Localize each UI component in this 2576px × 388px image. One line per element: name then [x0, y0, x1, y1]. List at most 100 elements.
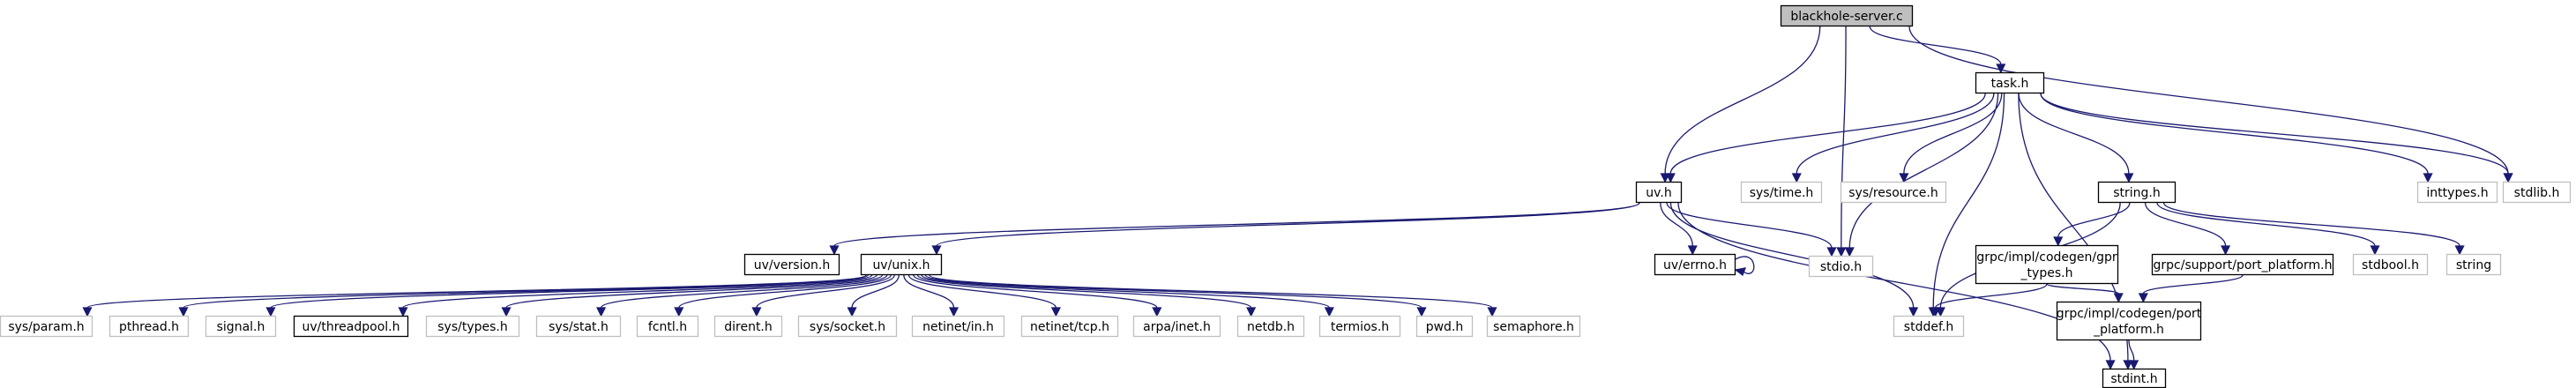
edge-string-to-portplat — [2144, 202, 2231, 256]
node-task[interactable]: task.h — [1975, 71, 2045, 94]
edge-uv-to-errno — [1660, 202, 1698, 256]
edge-unix-to-sysparam — [82, 274, 867, 317]
node-label: sys/param.h — [8, 320, 84, 334]
node-arpainet: arpa/inet.h — [1132, 315, 1221, 338]
edge-errno-to-errno — [1734, 256, 1755, 277]
edge-unix-to-pwd — [924, 274, 1427, 317]
edge-uv-to-stdio — [1666, 202, 1837, 257]
node-portplat[interactable]: grpc/support/port_platform.h — [2151, 253, 2334, 276]
edge-blackhole-to-stdio — [1836, 26, 1847, 257]
node-label: fcntl.h — [648, 320, 687, 334]
node-stringx: string — [2445, 253, 2502, 276]
node-label: netinet/tcp.h — [1030, 320, 1109, 334]
node-gprtypes[interactable]: grpc/impl/codegen/gpr_types.h — [1975, 244, 2119, 285]
edge-task-to-string — [2018, 93, 2134, 183]
node-label: grpc/support/port_platform.h — [2154, 258, 2333, 272]
node-label: task.h — [1991, 77, 2029, 91]
edge-uv-to-version — [829, 202, 1640, 256]
edge-string-to-gprtypes — [2053, 202, 2131, 247]
node-sysresource: sys/resource.h — [1840, 181, 1947, 204]
nodes-layer: blackhole-server.c task.h uv.h stdio.h stdli… — [0, 4, 2572, 388]
edge-unix-to-fcntl — [674, 274, 892, 317]
node-label: uv/version.h — [754, 258, 830, 272]
node-label: string.h — [2113, 186, 2161, 200]
edge-unix-to-sysstat — [596, 274, 888, 317]
edge-unix-to-termios — [921, 274, 1334, 317]
node-label: pwd.h — [1426, 320, 1464, 334]
edge-unix-to-pthread — [178, 274, 869, 317]
edge-task-to-uv — [1665, 93, 1986, 183]
node-label: stdbool.h — [2362, 258, 2419, 272]
node-signal: signal.h — [205, 315, 277, 338]
edge-unix-to-arpainet — [913, 274, 1162, 317]
node-label: _types.h — [2020, 266, 2073, 280]
node-label: semaphore.h — [1493, 320, 1574, 334]
node-netdb: netdb.h — [1236, 315, 1305, 338]
edge-unix-to-dirent — [751, 274, 895, 317]
node-stdint[interactable]: stdint.h — [2102, 368, 2167, 388]
edge-blackhole-to-stdlib — [1908, 26, 2513, 183]
edge-task-to-stdlib — [2040, 93, 2513, 183]
node-label: stddef.h — [1904, 320, 1953, 334]
edge-blackhole-to-uv — [1660, 26, 1821, 183]
node-label: blackhole-server.c — [1790, 10, 1902, 24]
edge-task-to-sysresource — [1899, 93, 2003, 183]
edge-unix-to-netdb — [916, 274, 1257, 317]
node-fcntl: fcntl.h — [636, 315, 699, 338]
node-sysparam: sys/param.h — [0, 315, 93, 338]
node-label: stdio.h — [1820, 260, 1862, 274]
edge-string-to-stdbool — [2156, 202, 2380, 256]
node-stdio: stdio.h — [1808, 255, 1874, 278]
edge-unix-to-threadpool — [398, 274, 877, 317]
node-label: arpa/inet.h — [1143, 320, 1211, 334]
node-label: uv.h — [1646, 186, 1671, 200]
node-label: grpc/impl/codegen/gpr — [1976, 250, 2117, 265]
edge-portplat-to-gprport — [2138, 274, 2244, 303]
node-syssocket: sys/socket.h — [797, 315, 898, 338]
node-label: signal.h — [217, 320, 265, 334]
node-inttypes: inttypes.h — [2416, 181, 2498, 204]
node-version[interactable]: uv/version.h — [743, 253, 840, 276]
edge-gprtypes-to-stddef — [1930, 283, 2048, 317]
node-systypes: sys/types.h — [425, 315, 520, 338]
edge-unix-to-semaphore — [929, 274, 1497, 317]
node-pthread: pthread.h — [108, 315, 190, 338]
node-gprport[interactable]: grpc/impl/codegen/port _platform.h — [2057, 301, 2202, 341]
node-pwd: pwd.h — [1415, 315, 1474, 338]
edge-unix-to-signal — [265, 274, 873, 317]
edge-gprtypes-to-gprport — [2046, 283, 2124, 303]
node-systime: sys/time.h — [1740, 181, 1823, 204]
edge-uv-to-stddef — [1669, 202, 1919, 317]
node-blackhole[interactable]: blackhole-server.c — [1780, 4, 1914, 27]
node-label: stdint.h — [2110, 372, 2157, 386]
node-label: sys/time.h — [1750, 186, 1814, 200]
node-label: netdb.h — [1247, 320, 1295, 334]
node-threadpool[interactable]: uv/threadpool.h — [293, 315, 409, 338]
node-sysstat: sys/stat.h — [535, 315, 622, 338]
node-label: grpc/impl/codegen/port — [2057, 307, 2202, 321]
node-label: netinet/in.h — [922, 320, 994, 334]
node-label: sys/resource.h — [1848, 186, 1938, 200]
node-termios: termios.h — [1318, 315, 1401, 338]
node-errno[interactable]: uv/errno.h — [1654, 253, 1736, 276]
edge-task-to-inttypes — [2040, 93, 2433, 183]
edge-string-to-stringx — [2162, 202, 2465, 256]
edges-layer — [82, 26, 2513, 370]
edge-unix-to-systypes — [501, 274, 884, 317]
edge-unix-to-netinetin — [903, 274, 959, 317]
node-string[interactable]: string.h — [2097, 181, 2177, 204]
node-stdbool: stdbool.h — [2352, 253, 2429, 276]
node-label: stdlib.h — [2514, 186, 2560, 200]
node-label: string — [2456, 258, 2491, 272]
edge-unix-to-netinettcp — [907, 274, 1061, 317]
node-label: dirent.h — [724, 320, 773, 334]
edge-unix-to-syssocket — [847, 274, 900, 317]
node-semaphore: semaphore.h — [1486, 315, 1581, 338]
node-unix[interactable]: uv/unix.h — [860, 253, 943, 276]
node-label: pthread.h — [119, 320, 179, 334]
node-label: sys/stat.h — [549, 320, 609, 334]
node-uv[interactable]: uv.h — [1635, 181, 1683, 204]
node-stddef: stddef.h — [1893, 315, 1965, 338]
node-label: _platform.h — [2093, 323, 2164, 337]
